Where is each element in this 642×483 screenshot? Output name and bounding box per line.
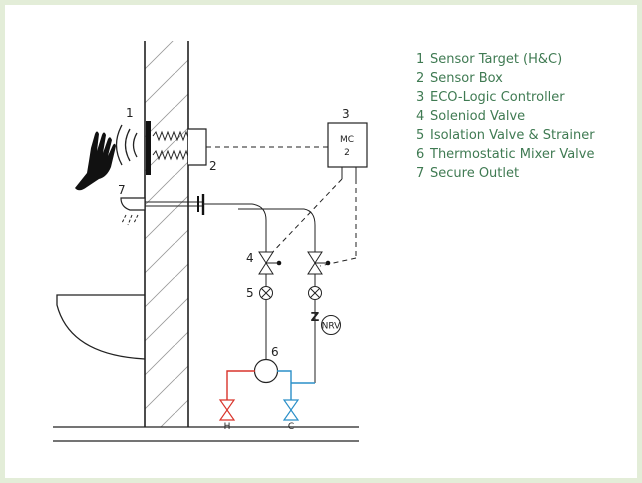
thermostatic-mixer-valve <box>253 358 279 384</box>
legend-item-text: Sensor Box <box>430 71 503 86</box>
callout-3: 3 <box>342 107 350 121</box>
outlet-supply-pipe <box>203 203 267 252</box>
callout-6: 6 <box>271 345 279 359</box>
legend-item-number: 2 <box>416 71 425 86</box>
cold-supply-pipe <box>277 370 292 400</box>
controller-label-line1: MC <box>340 135 354 145</box>
sensor-box <box>188 128 207 166</box>
legend-item-text: Sensor Target (H&C) <box>430 52 563 67</box>
sensor-wave-middle <box>124 128 131 162</box>
legend-item: 4 Soleniod Valve <box>416 107 595 126</box>
outlet-spray-1 <box>121 214 127 224</box>
isolation-valve-right-cross-2 <box>310 288 320 298</box>
outlet-spray-3 <box>133 214 139 224</box>
solenoid-valve-left-lower <box>258 262 274 275</box>
callout-5: 5 <box>246 286 254 300</box>
non-return-valve <box>321 315 341 335</box>
diagram-frame: MC 2 <box>5 5 637 478</box>
signal-line-valve-left <box>266 178 343 259</box>
legend-item-text: Soleniod Valve <box>430 109 526 124</box>
plumbing-schematic: MC 2 <box>53 41 368 442</box>
legend-item-text: ECO-Logic Controller <box>430 90 565 105</box>
z-label: Z <box>311 310 320 324</box>
cold-supply-valve-lower <box>282 408 300 421</box>
solenoid-valve-right-lower <box>307 262 323 275</box>
eco-logic-controller <box>327 122 368 168</box>
signal-line-valve-right-tail <box>319 257 357 267</box>
hot-supply-valve <box>218 399 236 412</box>
sensor-wave-inner <box>132 132 138 158</box>
legend-item: 6 Thermostatic Mixer Valve <box>416 145 595 164</box>
wall <box>145 41 188 427</box>
hot-label: H <box>224 422 231 432</box>
hot-supply-valve-lower <box>218 408 236 421</box>
legend-item: 7 Secure Outlet <box>416 164 595 183</box>
solenoid-valve-left <box>258 251 274 264</box>
nrv-label: NRV <box>322 322 341 332</box>
legend-item: 5 Isolation Valve & Strainer <box>416 126 595 145</box>
callout-4: 4 <box>246 251 254 265</box>
sensor-target <box>146 121 151 175</box>
callout-2: 2 <box>209 159 217 173</box>
legend-item-number: 7 <box>416 166 425 181</box>
right-branch-pipe <box>238 208 316 252</box>
cold-supply-valve <box>282 399 300 412</box>
outlet-spray-2 <box>127 214 133 226</box>
callout-7: 7 <box>118 183 126 197</box>
legend-item-text: Isolation Valve & Strainer <box>430 128 595 143</box>
secure-outlet <box>120 197 146 211</box>
isolation-valve-left-cross-2 <box>261 288 271 298</box>
callout-1: 1 <box>126 106 134 120</box>
component-legend: 1 Sensor Target (H&C) 2 Sensor Box 3 ECO-Logi… <box>416 50 595 183</box>
legend-item: 1 Sensor Target (H&C) <box>416 50 595 69</box>
legend-item-number: 6 <box>416 147 425 162</box>
hot-supply-pipe <box>226 370 255 400</box>
legend-item-number: 4 <box>416 109 425 124</box>
hand-icon <box>75 131 116 191</box>
legend-item-text: Thermostatic Mixer Valve <box>430 147 595 162</box>
legend-item-number: 5 <box>416 128 425 143</box>
legend-item-number: 3 <box>416 90 425 105</box>
legend-item-number: 1 <box>416 52 425 67</box>
solenoid-valve-right <box>307 251 323 264</box>
controller-label-line2: 2 <box>344 148 350 158</box>
cold-label: C <box>288 422 294 432</box>
sensor-wave-outer <box>115 124 123 166</box>
legend-item: 3 ECO-Logic Controller <box>416 88 595 107</box>
legend-item-text: Secure Outlet <box>430 166 520 181</box>
wash-basin <box>56 294 146 360</box>
legend-item: 2 Sensor Box <box>416 69 595 88</box>
